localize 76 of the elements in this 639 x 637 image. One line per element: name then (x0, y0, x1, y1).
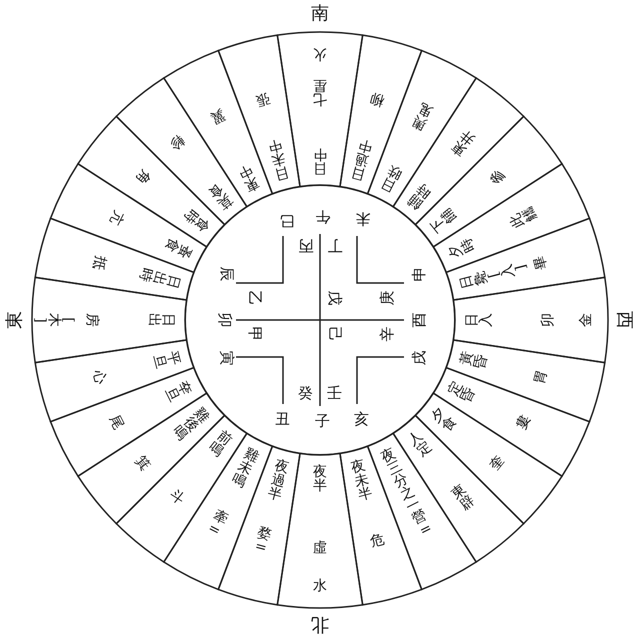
direction-label: 南 (310, 4, 330, 24)
direction-label: 北 (310, 614, 330, 634)
time-label: 平旦 (150, 348, 182, 372)
mansion-label: 房 (85, 312, 99, 328)
cycle-character: 卯 (216, 312, 232, 328)
cycle-character: 辛 (380, 326, 396, 342)
time-label: 夜過半 (265, 458, 292, 503)
time-label: 黃昏 (458, 348, 490, 372)
cycle-character: 辰 (218, 266, 234, 282)
mansion-label: 角 (132, 166, 154, 188)
cycle-character: 子 (314, 414, 330, 430)
time-label: 蚤食 (162, 234, 194, 262)
mansion-label: 此觿 (507, 204, 540, 231)
time-label: 定昏 (446, 378, 478, 406)
cycle-character: 寅 (218, 350, 234, 366)
mansion-label: 婺= (252, 525, 274, 556)
time-label: 日過中 (348, 137, 375, 182)
mansion-label: 畢 (532, 253, 550, 272)
mansion-label: 亢 (106, 207, 126, 228)
mansion-label: 輿鬼 (409, 100, 436, 133)
direction-label: 西 (614, 310, 634, 330)
cycle-character: 戊 (326, 290, 342, 306)
mansion-label: 參 (486, 166, 508, 188)
time-label: 日昳 (378, 162, 406, 194)
cycle-character: 亥 (354, 412, 370, 428)
mansion-label: 心 (90, 368, 108, 387)
cycle-character: 癸 (298, 386, 314, 402)
mansion-label: 東辟 (448, 481, 478, 514)
mansion-label: 婁 (514, 412, 534, 433)
mansion-label: 柳 (368, 90, 387, 108)
cycle-character: 丙 (298, 236, 314, 252)
mansion-label: 七星 (312, 78, 328, 106)
element-label: 火 (312, 47, 328, 61)
mansion-label: 張 (253, 90, 272, 108)
time-label: 日毚[入] (458, 261, 530, 292)
cycle-character: 甲 (246, 326, 262, 342)
time-label: 夜未半 (348, 458, 375, 503)
time-label: 㚔旦 (162, 378, 194, 406)
cycle-character: 乙 (246, 290, 262, 306)
element-label: 水 (312, 579, 328, 593)
cycle-character: 庚 (380, 290, 396, 306)
time-label: 日入 (465, 312, 493, 328)
cycle-character: 未 (354, 210, 370, 226)
time-label: 日出時 (137, 265, 182, 292)
cycle-character: 丁 (326, 236, 342, 252)
time-label: 東中 (234, 162, 262, 194)
cycle-character: 丑 (274, 412, 290, 428)
mansion-label: 虛 (312, 541, 328, 555)
cycle-character: 午 (314, 208, 330, 224)
mansion-label: 牽= (204, 507, 231, 540)
cycle-character: 巳 (278, 212, 294, 228)
mansion-label: 胃 (532, 368, 550, 387)
cycle-character: 壬 (326, 386, 342, 402)
element-label: [木] (33, 312, 75, 328)
mansion-label: 營= (410, 507, 436, 540)
element-label: 金 (579, 312, 593, 328)
time-label: 日未中 (265, 137, 292, 182)
mansion-label: 奎 (486, 452, 508, 474)
time-label: 日中 (312, 147, 328, 175)
cycle-character: 己 (326, 326, 342, 342)
cycle-character: 戌 (412, 350, 428, 366)
mansion-label: 危 (368, 532, 387, 550)
cycle-character: 申 (412, 266, 428, 282)
time-label: 夕時 (446, 234, 478, 262)
mansion-label: 抵 (90, 253, 108, 272)
mansion-label: 軫 (166, 132, 188, 154)
mansion-label: 翼 (207, 106, 228, 126)
time-label: 夜半 (312, 465, 328, 493)
mansion-label: 箕 (132, 452, 154, 474)
direction-label: 東 (5, 310, 25, 330)
cycle-character: 酉 (412, 312, 428, 328)
mansion-label: 尾 (106, 412, 126, 433)
mansion-label: 卯 (541, 312, 555, 328)
mansion-label: 斗 (166, 486, 188, 508)
time-label: 日出 (147, 312, 175, 328)
mansion-label: 東井 (448, 126, 478, 159)
